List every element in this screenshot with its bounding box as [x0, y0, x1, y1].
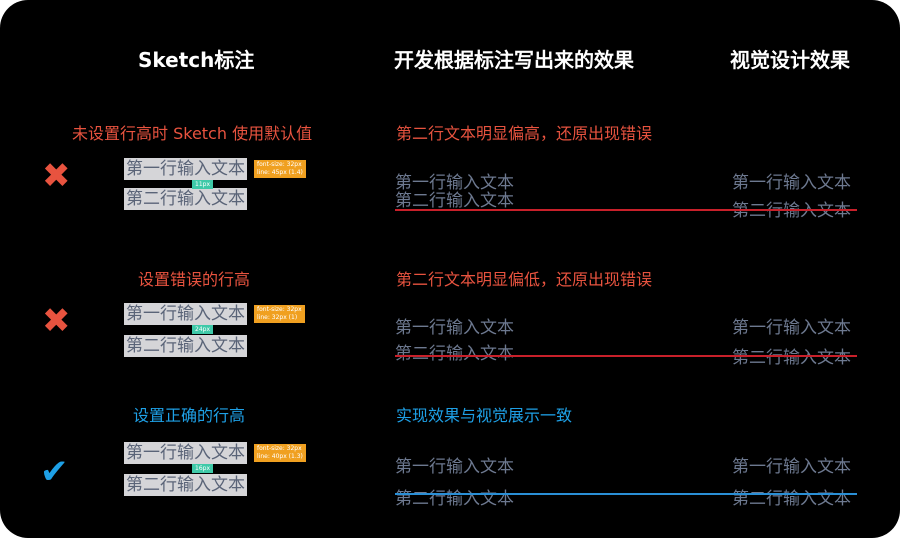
dev-title: 第二行文本明显偏高，还原出现错误 — [396, 124, 653, 143]
tag-line-height: line: 32px (1) — [257, 314, 298, 321]
col-dev: 开发根据标注写出来的效果 — [394, 48, 634, 72]
design-line2: 第二行输入文本 — [732, 348, 851, 368]
dev-line1: 第一行输入文本 — [395, 318, 514, 338]
tag-font-size: font-size: 32px — [257, 161, 302, 168]
col-design: 视觉设计效果 — [730, 48, 850, 72]
baseline-divider — [395, 355, 857, 357]
cross-icon: ✖ — [42, 301, 71, 341]
dev-line2: 第二行输入文本 — [395, 489, 514, 509]
dev-title: 实现效果与视觉展示一致 — [396, 406, 573, 425]
sketch-line1: 第一行输入文本 — [124, 442, 247, 464]
baseline-divider — [395, 493, 857, 495]
dev-line1: 第一行输入文本 — [395, 457, 514, 477]
sketch-line2: 第二行输入文本 — [124, 474, 247, 496]
sketch-title: 未设置行高时 Sketch 使用默认值 — [72, 124, 313, 143]
tag-line-height: line: 40px (1.3) — [257, 453, 303, 460]
dev-line2: 第二行输入文本 — [395, 191, 514, 211]
tag-font-size: font-size: 32px — [257, 306, 302, 313]
dev-line2: 第二行输入文本 — [395, 344, 514, 364]
sketch-line1: 第一行输入文本 — [124, 303, 247, 325]
sketch-line2: 第二行输入文本 — [124, 335, 247, 357]
sketch-title: 设置正确的行高 — [133, 406, 246, 425]
sketch-line2: 第二行输入文本 — [124, 188, 247, 210]
design-line1: 第一行输入文本 — [732, 173, 851, 193]
spacing-tag: 16px — [192, 464, 213, 473]
design-line1: 第一行输入文本 — [732, 457, 851, 477]
tag-line-height: line: 45px (1.4) — [257, 169, 303, 176]
design-line1: 第一行输入文本 — [732, 318, 851, 338]
spacing-tag: 11px — [192, 180, 213, 189]
design-line2: 第二行输入文本 — [732, 489, 851, 509]
dev-title: 第二行文本明显偏低，还原出现错误 — [396, 270, 653, 289]
design-line2: 第二行输入文本 — [732, 201, 851, 221]
col-sketch: Sketch标注 — [138, 48, 255, 72]
tag-font-size: font-size: 32px — [257, 445, 302, 452]
sketch-line1: 第一行输入文本 — [124, 158, 247, 180]
check-icon: ✔ — [40, 452, 69, 492]
spacing-tag: 24px — [192, 325, 213, 334]
dev-line1: 第一行输入文本 — [395, 173, 514, 193]
cross-icon: ✖ — [42, 156, 71, 196]
sketch-title: 设置错误的行高 — [138, 270, 251, 289]
baseline-divider — [395, 209, 857, 211]
